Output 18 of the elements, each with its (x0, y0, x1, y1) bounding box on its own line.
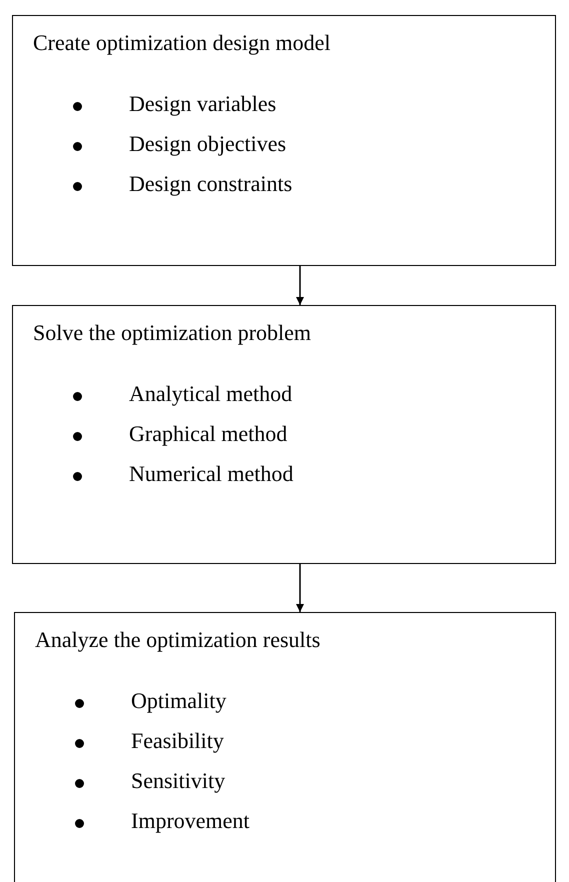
list-item: Improvement (131, 808, 250, 834)
list-item: Graphical method (129, 421, 288, 447)
list-item: Sensitivity (131, 768, 226, 794)
list-item: Design variables (129, 91, 276, 117)
arrow (296, 564, 304, 612)
arrow (296, 266, 304, 305)
list-item: Numerical method (129, 461, 294, 487)
box-heading: Solve the optimization problem (33, 320, 312, 346)
process-box (12, 15, 556, 266)
process-box (14, 612, 556, 882)
process-box (12, 305, 556, 564)
box-heading: Analyze the optimization results (35, 627, 320, 653)
list-item: Feasibility (131, 728, 224, 754)
list-item: Optimality (131, 688, 226, 714)
box-heading: Create optimization design model (33, 30, 331, 56)
list-item: Design objectives (129, 131, 286, 157)
list-item: Design constraints (129, 171, 292, 197)
list-item: Analytical method (129, 381, 292, 407)
